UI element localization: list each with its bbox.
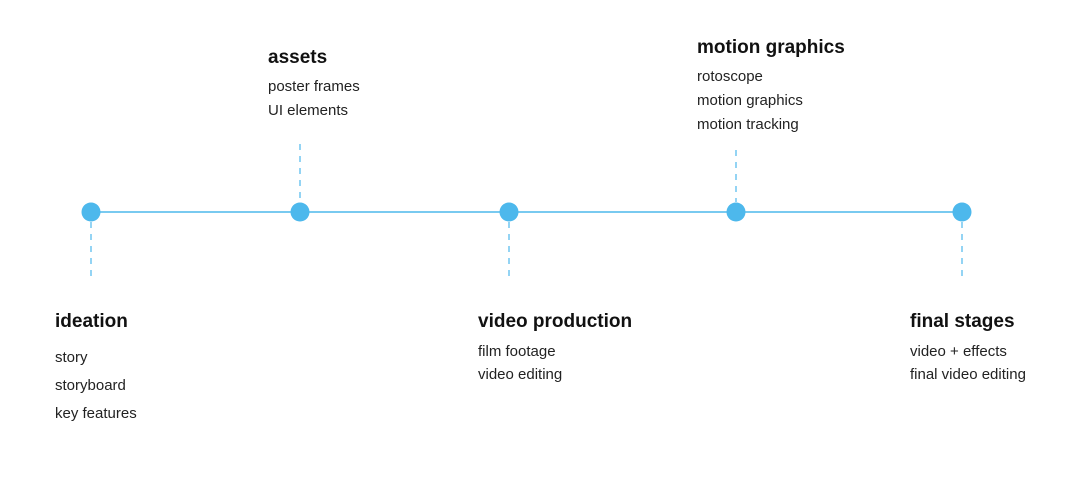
stage-item-list: video + effects final video editing bbox=[910, 340, 1026, 386]
stage-title: motion graphics bbox=[697, 37, 845, 58]
stage-item-list: film footage video editing bbox=[478, 340, 632, 386]
stage-item: story bbox=[55, 349, 88, 366]
timeline-node-motion-graphics bbox=[726, 202, 746, 222]
timeline-node-ideation bbox=[81, 202, 101, 222]
stage-item: video + effects bbox=[910, 343, 1007, 360]
stage-item: rotoscope bbox=[697, 68, 763, 85]
stage-title: ideation bbox=[55, 311, 128, 332]
stage-title: video production bbox=[478, 311, 633, 332]
stage-item: film footage bbox=[478, 343, 556, 360]
stage-item-list: poster frames UI elements bbox=[268, 75, 360, 123]
stage-assets: assets poster frames UI elements bbox=[268, 46, 360, 123]
timeline-node-video-production bbox=[499, 202, 519, 222]
stage-item: key features bbox=[55, 405, 137, 422]
timeline-node-final-stages bbox=[952, 202, 972, 222]
stage-video-production: video production film footage video edit… bbox=[478, 310, 632, 386]
stage-item: final video editing bbox=[910, 366, 1026, 383]
stage-item: UI elements bbox=[268, 102, 349, 119]
stage-final-stages: final stages video + effects final video… bbox=[910, 310, 1026, 386]
timeline-node-assets bbox=[290, 202, 310, 222]
stage-item: storyboard bbox=[55, 377, 126, 394]
stage-item-list: rotoscope motion graphics motion trackin… bbox=[697, 65, 845, 137]
stage-item: video editing bbox=[478, 366, 563, 383]
stage-title: assets bbox=[268, 47, 328, 68]
stage-title: final stages bbox=[910, 311, 1015, 332]
stage-item-list: story storyboard key features bbox=[55, 344, 137, 428]
stage-item: motion tracking bbox=[697, 116, 799, 133]
stage-item: motion graphics bbox=[697, 92, 803, 109]
stage-ideation: ideation story storyboard key features bbox=[55, 310, 137, 428]
stage-motion-graphics: motion graphics rotoscope motion graphic… bbox=[697, 36, 845, 137]
stage-item: poster frames bbox=[268, 78, 360, 95]
